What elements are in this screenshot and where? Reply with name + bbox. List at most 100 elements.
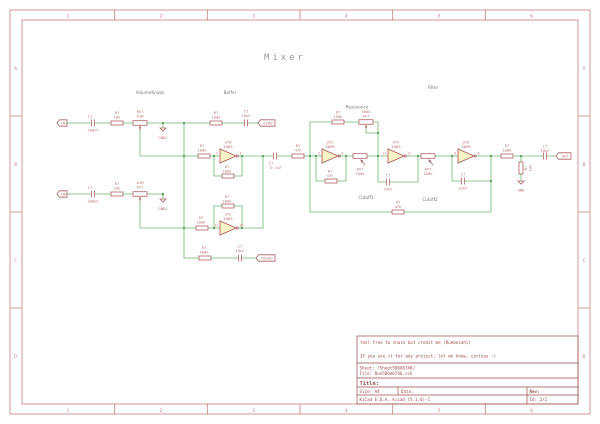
frame-col: 1 [67,13,70,19]
part-value: 4069 [461,144,471,149]
net-label-text: IN [61,191,66,196]
resistor-r-load[interactable]: R? 10k [518,161,533,175]
part-ref: R? [199,215,204,220]
capacitor-c-echo[interactable]: C? 10uF [241,109,251,127]
titleblock-file: File: Rue5D6A6746.sch [360,371,413,376]
resistor-r-filter-in[interactable]: R? 47k [291,143,305,159]
frame-col: 2 [160,408,163,414]
part-value: A1M [137,114,145,119]
capacitor-c-out[interactable]: C? 10uF [540,144,550,160]
part-value: 4069 [223,144,233,149]
comment-cutoff1: Cutoff1 [358,195,374,200]
frame-row: D [583,354,586,360]
potentiometer-rv-cut2[interactable]: RV? 100k [420,153,436,176]
frame-row: C [14,258,17,264]
capacitor-c-couple[interactable]: C? 0.1uF [269,152,283,170]
frame-col: 5 [438,408,441,414]
potentiometer-rv-vol2[interactable]: A1M RV? [132,180,148,201]
part-ref: R? [214,110,219,115]
resistor-r-in1[interactable]: R? 10k [110,110,124,126]
titleblock-title-label: Title: [360,381,379,387]
part-ref: R? [225,194,230,199]
sheet-frame: 1 2 3 4 5 6 1 2 3 4 5 6 A B C D A B C D [9,9,591,415]
part-ref: RV? [137,185,144,190]
pin-number: 5 [318,152,320,156]
opamp-u-f1[interactable]: U?C 4069 5 6 [318,140,344,164]
part-ref: R? [200,143,205,148]
part-value: 100k [222,199,232,204]
comment-volume-knobs: VolumeKnobs [136,90,164,95]
frame-row: A [583,66,586,72]
part-ref: C? [269,160,274,165]
part-ref: R? [523,166,528,171]
part-value: 10uF [241,113,251,118]
part-value: 100k [355,171,365,176]
pin-number: 11 [215,224,219,228]
net-label-in2[interactable]: IN [56,190,68,198]
gnd-symbol-1[interactable]: GND1 [158,127,168,140]
frame-col: 3 [252,408,255,414]
potentiometer-rv-cut1[interactable]: RV? 100k [352,153,368,176]
resistor-r-res[interactable]: R? 150k [331,109,345,125]
resistor-r-mixed[interactable]: R? 100k [198,245,212,261]
opamp-u-buf1[interactable]: U?B 4069 3 4 [216,140,242,164]
frame-col: 1 [67,408,70,414]
opamp-u-f2[interactable]: U?F 4069 13 12 [383,140,411,164]
part-value: 100k [199,250,209,255]
pin-number: 8 [478,152,480,156]
pin-number: 10 [239,224,243,228]
resistor-r-echo[interactable]: R? 100k [209,110,223,126]
capacitor-c-mixed[interactable]: C? 10uF [235,244,245,262]
resistor-r-buf2-in[interactable]: R? 100k [195,215,209,231]
gnd-symbol-2[interactable]: GND1 [158,198,168,211]
net-label-echo[interactable]: ECHO [257,119,276,127]
part-ref: R? [328,168,333,173]
resistor-r-buf1-in[interactable]: R? 100k [197,143,211,159]
pin-number: 13 [383,152,387,156]
pin-number: 4 [240,152,242,156]
potentiometer-rv-res[interactable]: 500k RV? [358,109,374,128]
section-comments: VolumeKnobs Buffer Resonance Filter Cuto… [136,85,439,202]
resistor-r-buf1-fb[interactable]: R? 100k [221,164,235,179]
part-value: 4069 [391,144,401,149]
part-value: 47k [295,148,303,153]
capacitor-c-in2[interactable]: C? 100nF [87,185,99,203]
comment-buffer: Buffer [224,90,237,95]
part-ref: RV? [363,113,370,118]
pin-number: 3 [216,152,218,156]
titleblock-rev: Rev: [530,389,540,394]
titleblock-note2: If you use it for any project, let me kn… [360,354,496,359]
net-label-in1[interactable]: IN [56,119,68,127]
capacitor-c-in1[interactable]: C? 100nF [87,114,99,132]
part-ref: U?E [225,212,233,217]
opamp-u-buf2[interactable]: U?E 4069 11 10 [215,212,243,236]
part-ref: C? [238,244,243,249]
part-ref: RV? [137,109,144,114]
titleblock-date: Date: [401,389,414,394]
resistor-r-f1-fb[interactable]: R? 47k [324,168,338,184]
opamp-u-f3[interactable]: U?D 4069 9 8 [454,140,480,164]
potentiometer-rv-vol1[interactable]: RV? A1M [132,109,148,130]
part-value: 33nF [383,187,393,192]
frame-col: 2 [160,13,163,19]
capacitor-c-f2[interactable]: C? 33nF [383,172,393,191]
frame-row: B [14,162,17,168]
resistor-r-in2[interactable]: R? 10k [110,181,124,197]
net-label-mixed[interactable]: MIXED [255,254,276,262]
part-value: 0.1uF [270,165,282,170]
junction-dots [161,121,523,230]
part-value: 10k [528,164,533,172]
resistor-r-buf2-fb[interactable]: R? 100k [221,194,235,209]
resistor-r-fb[interactable]: R? 47k [391,199,405,215]
net-label-out[interactable]: OUT [555,152,572,160]
capacitor-c-f3[interactable]: C? 33nF [458,171,468,190]
part-ref: C? [386,172,391,177]
resistor-r-out[interactable]: R? 100k [500,143,514,159]
comment-resonance: Resonance [346,105,369,110]
gnd-symbol-out[interactable]: GND [517,180,526,193]
part-ref: R? [296,143,301,148]
part-ref: U?C [327,140,334,145]
frame-col: 6 [530,408,533,414]
schematic-wires[interactable] [65,121,557,259]
